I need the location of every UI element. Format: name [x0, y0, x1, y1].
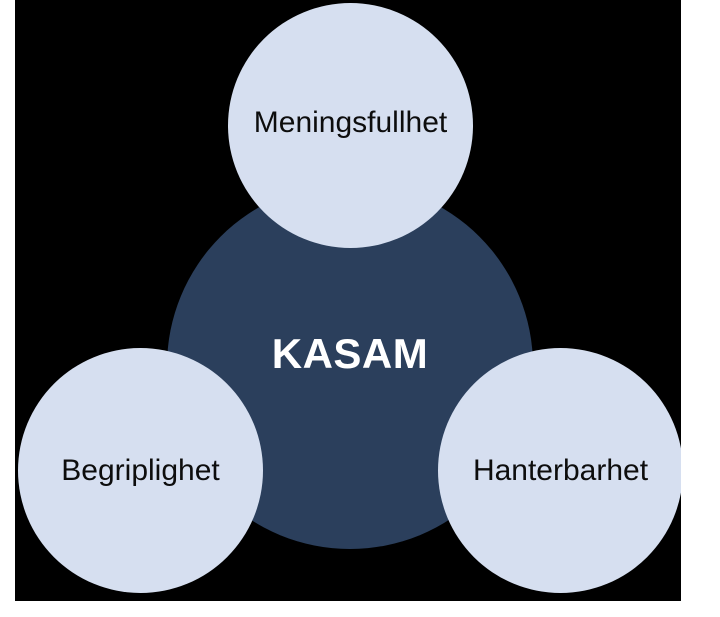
satellite-circle-begriplighet[interactable]: Begriplighet: [18, 348, 263, 593]
satellite-label-meningsfullhet: Meningsfullhet: [253, 106, 448, 139]
satellite-circle-hanterbarhet[interactable]: Hanterbarhet: [438, 348, 681, 593]
diagram-canvas: KASAM Meningsfullhet Begriplighet Hanter…: [15, 0, 681, 601]
satellite-label-hanterbarhet: Hanterbarhet: [472, 454, 649, 487]
satellite-circle-meningsfullhet[interactable]: Meningsfullhet: [228, 3, 473, 248]
hub-label: KASAM: [271, 329, 429, 377]
satellite-label-begriplighet: Begriplighet: [61, 454, 220, 487]
